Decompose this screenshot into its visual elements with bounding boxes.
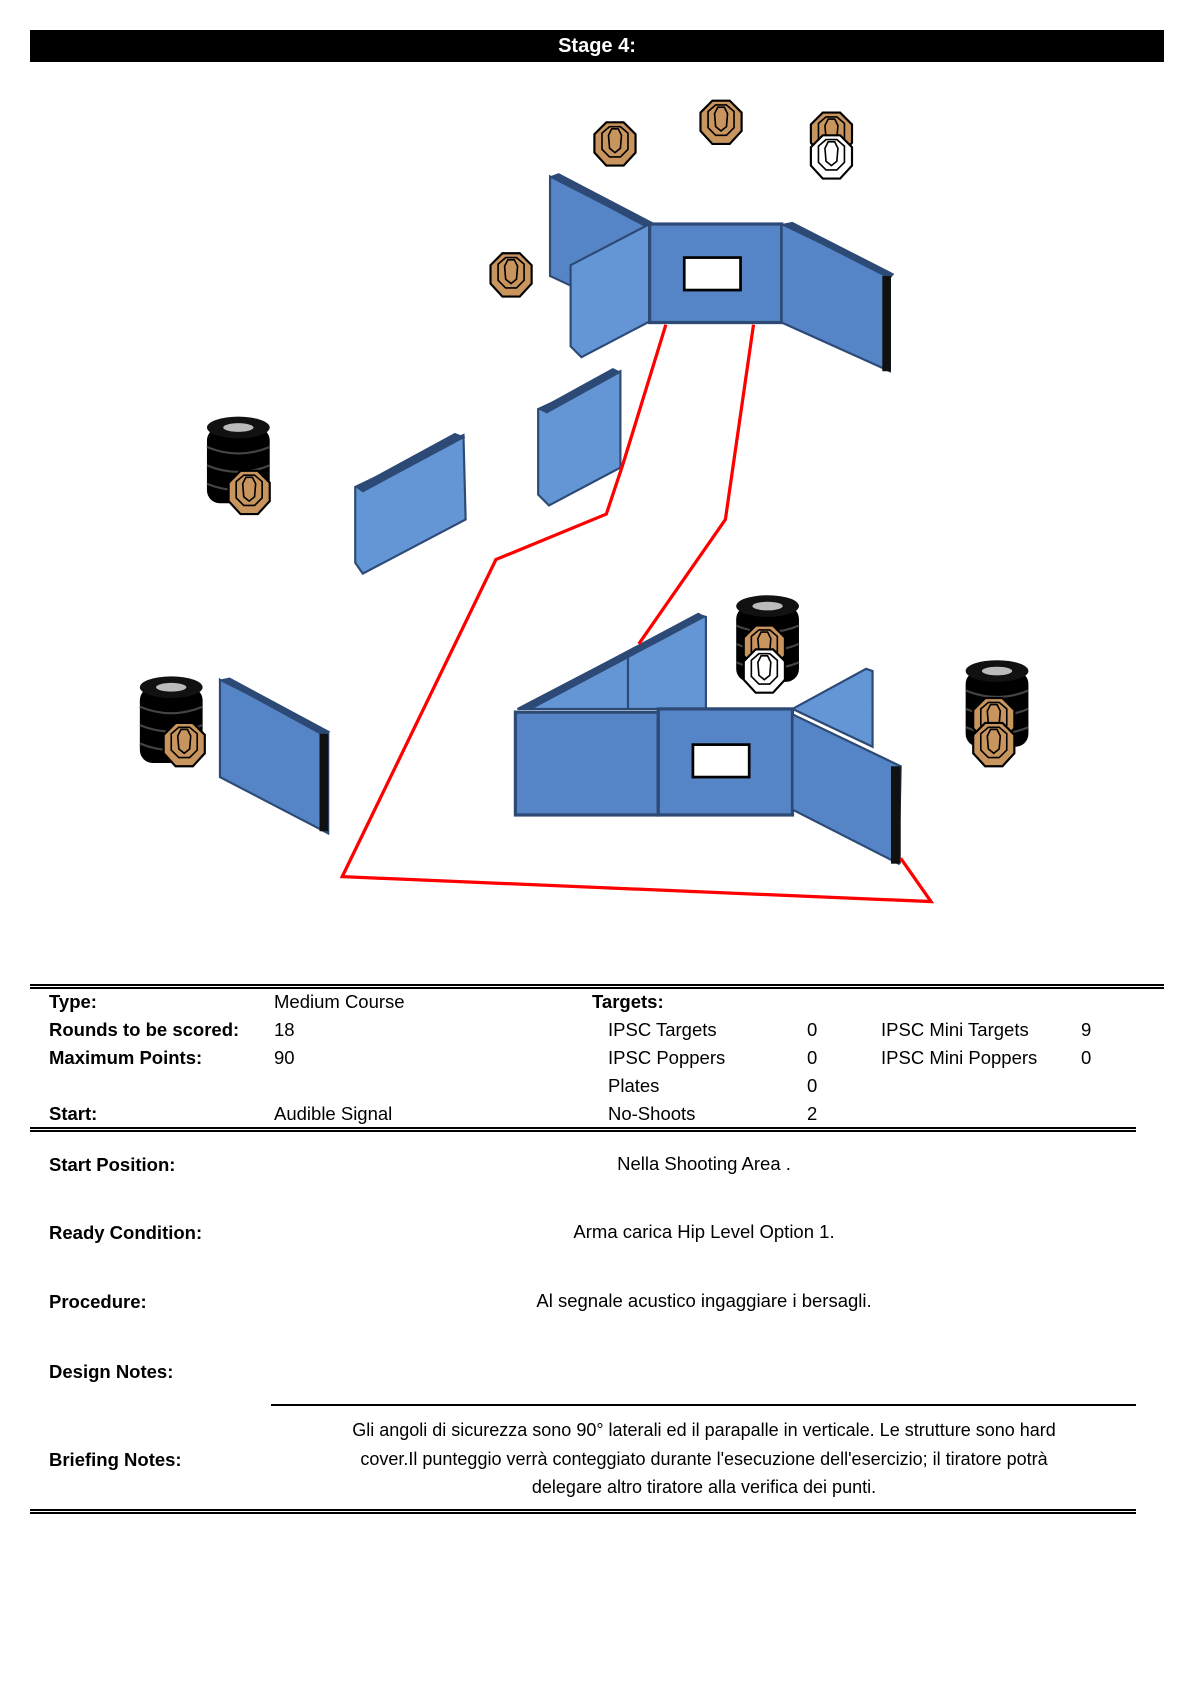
mini-target-label: IPSC Mini Poppers [881, 1047, 1038, 1068]
mini-target-icon [227, 469, 271, 516]
rounds-value: 18 [274, 1019, 295, 1040]
divider [30, 1509, 1136, 1514]
window-port [682, 256, 742, 292]
design-notes-label: Design Notes: [49, 1361, 174, 1382]
mini-target-icon [489, 252, 533, 298]
start-position-label: Start Position: [49, 1154, 176, 1175]
type-label: Type: [49, 991, 97, 1012]
briefing-notes-label: Briefing Notes: [49, 1449, 182, 1470]
target-type-count: 0 [807, 1019, 818, 1040]
ready-condition-label: Ready Condition: [49, 1222, 203, 1243]
mini-target-label: IPSC Mini Targets [881, 1019, 1029, 1040]
target-type-count: 0 [807, 1075, 818, 1096]
window-port [691, 743, 751, 779]
type-value: Medium Course [274, 991, 405, 1012]
wall-panel [537, 367, 622, 507]
procedure-value: Al segnale acustico ingaggiare i bersagl… [536, 1290, 872, 1311]
no-shoot-icon [809, 134, 854, 180]
fault-line [339, 324, 935, 904]
mini-target-icon [162, 721, 206, 768]
max-points-value: 90 [274, 1047, 295, 1068]
mini-target-icon [972, 721, 1016, 768]
briefing-line: cover.Il punteggio verrà conteggiato dur… [360, 1449, 1048, 1469]
wall-panel [218, 677, 331, 836]
wall-structure-bottom [513, 612, 902, 866]
mini-target-icon [699, 99, 743, 146]
divider [271, 1404, 1136, 1406]
start-value: Audible Signal [274, 1103, 393, 1124]
briefing-line: Gli angoli di sicurezza sono 90° lateral… [352, 1420, 1056, 1440]
wall-panel [354, 432, 467, 576]
targets-label: Targets: [592, 991, 664, 1012]
wall-structure-top [548, 173, 895, 373]
rounds-label: Rounds to be scored: [49, 1019, 240, 1040]
target-type-label: No-Shoots [608, 1103, 696, 1124]
ready-condition-value: Arma carica Hip Level Option 1. [573, 1221, 835, 1242]
target-type-label: Plates [608, 1075, 660, 1096]
no-shoot-icon [742, 648, 786, 694]
fault-line [637, 324, 756, 645]
max-points-label: Maximum Points: [49, 1047, 203, 1068]
divider [30, 1127, 1136, 1132]
target-type-label: IPSC Poppers [608, 1047, 726, 1068]
mini-target-count: 9 [1081, 1019, 1092, 1040]
mini-target-count: 0 [1081, 1047, 1092, 1068]
briefing-line: delegare altro tiratore alla verifica de… [531, 1477, 877, 1497]
stage-title: Stage 4: [30, 30, 1164, 62]
start-label: Start: [49, 1103, 98, 1124]
procedure-label: Procedure: [49, 1291, 147, 1312]
divider [30, 984, 1164, 989]
start-position-value: Nella Shooting Area . [617, 1153, 791, 1174]
target-type-count: 0 [807, 1047, 818, 1068]
mini-target-icon [593, 121, 637, 167]
stage-diagram [138, 99, 1030, 904]
target-type-count: 2 [807, 1103, 818, 1124]
target-type-label: IPSC Targets [608, 1019, 717, 1040]
